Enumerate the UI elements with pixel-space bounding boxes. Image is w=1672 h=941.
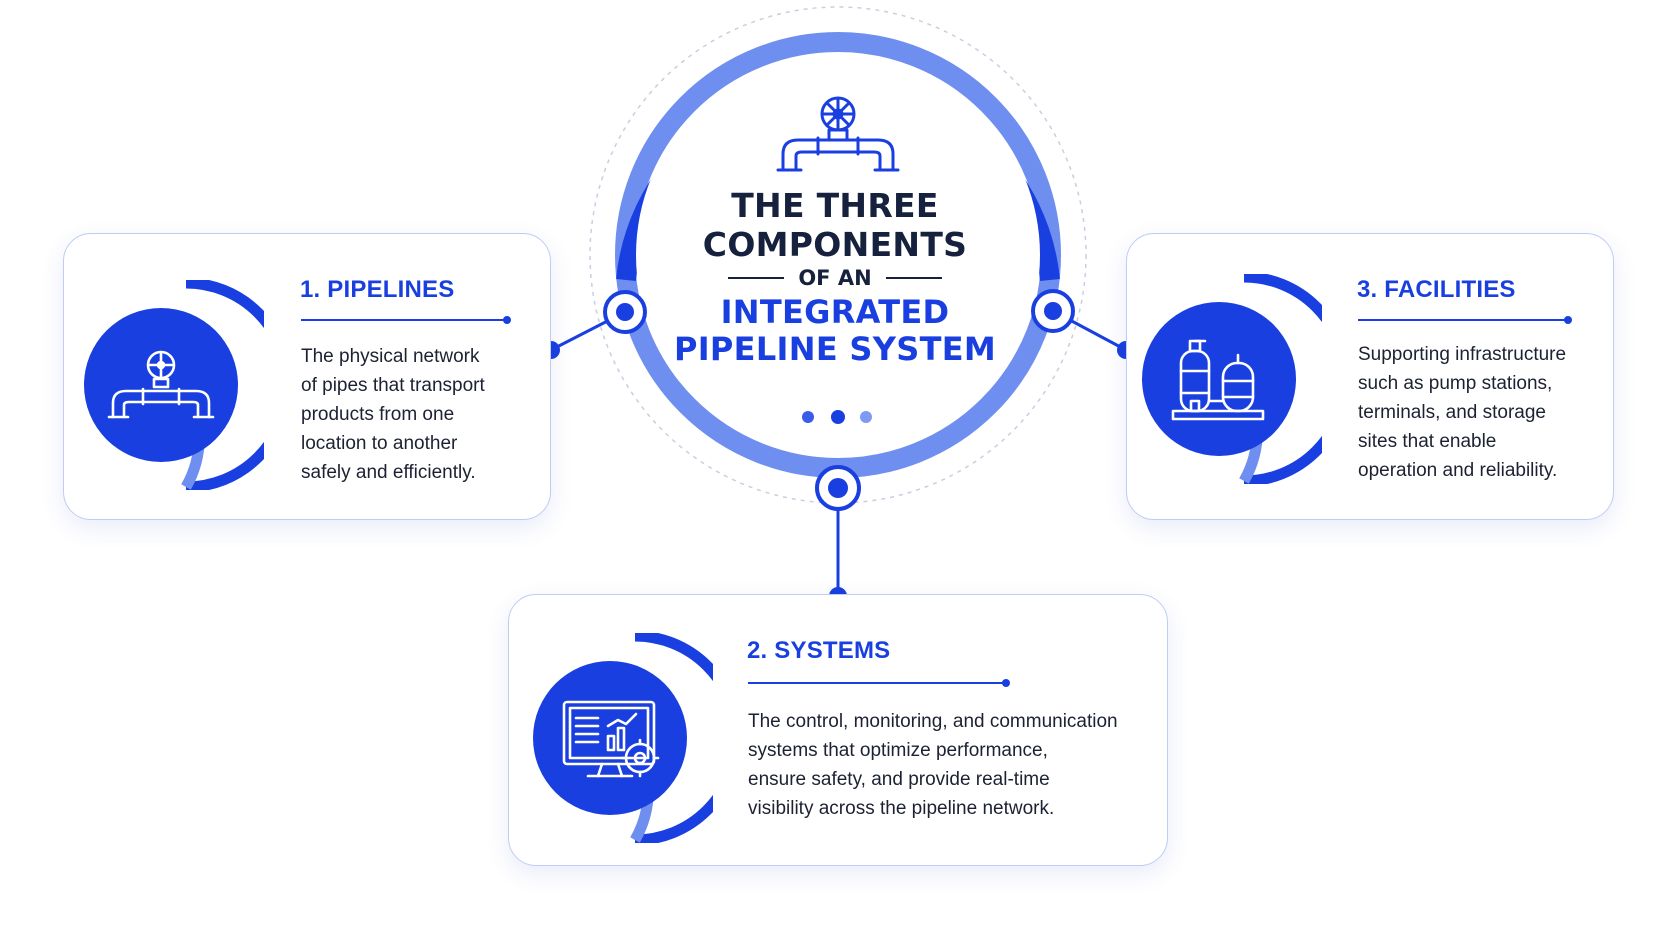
- hub-title-dash-right: [885, 277, 942, 279]
- card-systems-text-line: visibility across the pipeline network.: [748, 798, 1055, 819]
- card-facilities-text-line: sites that enable: [1358, 431, 1497, 452]
- hub-title-line4: PIPELINE SYSTEM: [673, 330, 997, 368]
- card-pipelines-text-line: location to another: [301, 433, 458, 454]
- hub-title-line2: COMPONENTS: [702, 225, 968, 264]
- card-facilities-text-line: terminals, and storage: [1358, 402, 1546, 423]
- card-systems-text-line: ensure safety, and provide real-time: [748, 769, 1050, 790]
- card-pipelines-text-line: of pipes that transport: [301, 375, 485, 396]
- hub-dot-3: [860, 411, 872, 423]
- card-systems-rule: [748, 679, 1010, 687]
- card-systems-text: The control, monitoring, and communicati…: [748, 707, 1118, 823]
- pipeline-valve-icon: [107, 350, 215, 419]
- card-pipelines-text-line: safely and efficiently.: [301, 462, 476, 483]
- card-facilities: 3. FACILITIES Supporting infrastructure …: [1126, 233, 1614, 520]
- hub-node-right: [1031, 289, 1075, 333]
- hub-title-mid: OF AN: [625, 266, 1045, 290]
- card-pipelines-title: 1. PIPELINES: [300, 276, 455, 303]
- card-systems-text-line: systems that optimize performance,: [748, 740, 1048, 761]
- card-pipelines-rule: [301, 316, 511, 324]
- card-facilities-title: 3. FACILITIES: [1357, 276, 1516, 303]
- card-pipelines-text: The physical network of pipes that trans…: [301, 342, 485, 487]
- card-systems-badge: [533, 633, 713, 843]
- card-facilities-text-line: such as pump stations,: [1358, 373, 1553, 394]
- card-systems-title: 2. SYSTEMS: [747, 637, 891, 664]
- hub-title: THE THREE COMPONENTS OF AN INTEGRATED PI…: [625, 186, 1045, 368]
- card-facilities-rule: [1358, 316, 1572, 324]
- storage-tanks-icon: [1171, 339, 1265, 421]
- hub-dot-2: [831, 410, 845, 424]
- card-systems-text-line: The control, monitoring, and communicati…: [748, 711, 1118, 732]
- card-pipelines-badge: [84, 280, 264, 490]
- hub-title-dash-left: [728, 277, 785, 279]
- card-pipelines: 1. PIPELINES The physical network of pip…: [63, 233, 551, 520]
- card-facilities-text-line: Supporting infrastructure: [1358, 344, 1567, 365]
- hub-node-bottom: [815, 465, 861, 511]
- card-facilities-badge: [1142, 274, 1322, 484]
- card-pipelines-text-line: The physical network: [301, 346, 480, 367]
- hub-title-mid-text: OF AN: [798, 266, 872, 290]
- card-facilities-text-line: operation and reliability.: [1358, 460, 1558, 481]
- card-facilities-text: Supporting infrastructure such as pump s…: [1358, 340, 1566, 485]
- hub-title-line3: INTEGRATED: [720, 293, 950, 331]
- pipeline-valve-icon: [776, 96, 900, 172]
- hub-title-line1: THE THREE: [731, 186, 939, 225]
- card-systems: 2. SYSTEMS The control, monitoring, and …: [508, 594, 1168, 866]
- card-pipelines-text-line: products from one: [301, 404, 455, 425]
- monitor-gear-icon: [562, 700, 660, 778]
- hub-inner-fill: [636, 53, 1040, 457]
- hub-node-left: [603, 290, 647, 334]
- hub-dot-1: [802, 411, 814, 423]
